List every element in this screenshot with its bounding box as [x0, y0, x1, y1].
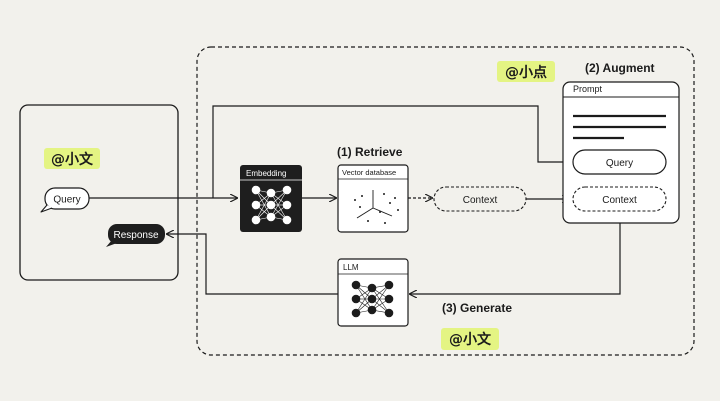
prompt-label: Prompt [573, 84, 603, 94]
watermark-top: @小点 [497, 61, 555, 82]
vector-database-block: Vector database [337, 164, 409, 233]
query-bubble: Query [40, 187, 90, 213]
response-bubble: Response [106, 224, 165, 247]
prompt-query-text: Query [606, 158, 633, 169]
neural-net-icon-llm [351, 280, 394, 318]
vector-space-icon [354, 190, 399, 224]
watermark-left: @小文 [44, 148, 100, 169]
query-bubble-text: Query [53, 195, 80, 206]
llm-label: LLM [343, 263, 359, 272]
prompt-context-text: Context [602, 195, 637, 206]
arrow-query-to-prompt [212, 105, 571, 198]
prompt-block: Prompt Query Context [562, 81, 680, 224]
watermark-top-text: @小点 [505, 64, 547, 81]
prompt-query-pill [572, 149, 667, 175]
prompt-context-pill [572, 186, 667, 212]
watermark-left-text: @小文 [51, 151, 94, 168]
pipeline-boundary [196, 46, 695, 356]
neural-net-icon-embedding [251, 185, 292, 225]
user-panel [19, 104, 179, 281]
vector-database-label: Vector database [342, 168, 396, 177]
arrow-prompt-to-llm [410, 223, 621, 294]
generate-heading: (3) Generate [442, 301, 512, 315]
arrow-llm-to-response [167, 234, 338, 295]
augment-heading: (2) Augment [585, 61, 655, 75]
watermark-bottom: @小文 [441, 328, 499, 350]
retrieve-heading: (1) Retrieve [337, 145, 403, 159]
response-bubble-text: Response [113, 230, 158, 241]
embedding-label: Embedding [246, 169, 286, 178]
llm-block: LLM [337, 258, 409, 327]
retrieved-context-text: Context [463, 195, 498, 206]
watermark-bottom-text: @小文 [449, 331, 492, 348]
embedding-block: Embedding [240, 165, 302, 232]
